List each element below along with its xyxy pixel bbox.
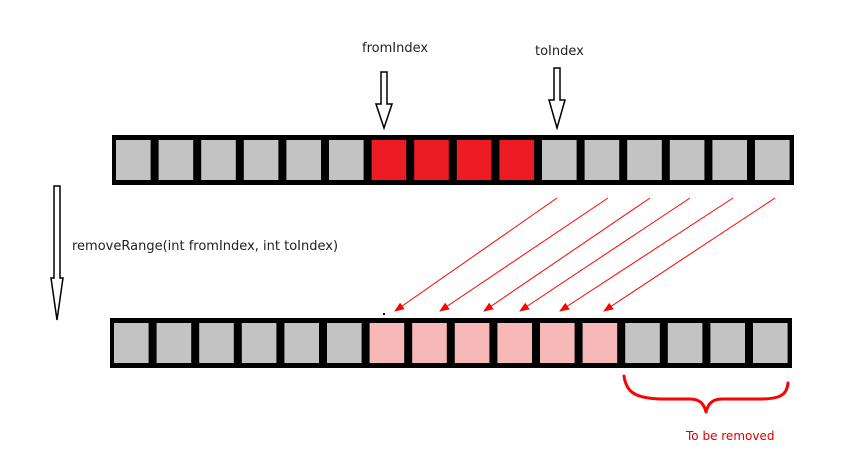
shift-arrow bbox=[483, 197, 651, 312]
method-label: removeRange(int fromIndex, int toIndex) bbox=[72, 239, 338, 254]
array-cell-red bbox=[499, 140, 534, 180]
array-cell-gray bbox=[158, 140, 194, 180]
to-index-label: toIndex bbox=[535, 44, 584, 59]
array-cell-gray bbox=[284, 323, 319, 363]
stray-dot bbox=[383, 313, 385, 315]
array-cell-gray bbox=[286, 140, 321, 180]
array-cell-pink bbox=[540, 323, 575, 363]
removed-brace bbox=[622, 374, 790, 414]
shift-arrow bbox=[519, 197, 691, 312]
array-cell-gray bbox=[329, 140, 364, 180]
from-index-label: fromIndex bbox=[362, 41, 428, 56]
array-cell-gray bbox=[584, 140, 620, 180]
remove-range-down-arrow-icon bbox=[50, 185, 64, 321]
array-cell-gray bbox=[667, 323, 703, 363]
array-cell-pink bbox=[454, 323, 490, 363]
array-cell-gray bbox=[712, 140, 747, 180]
array-cell-gray bbox=[201, 140, 236, 180]
array-cell-gray bbox=[669, 140, 705, 180]
array-cell-gray bbox=[114, 323, 149, 363]
array-cell-gray bbox=[627, 140, 662, 180]
array-cell-gray bbox=[241, 323, 277, 363]
array-cell-gray bbox=[753, 323, 788, 363]
from-index-down-arrow-icon bbox=[374, 71, 394, 131]
array-cell-gray bbox=[710, 323, 745, 363]
array-cell-gray bbox=[327, 323, 362, 363]
array-cell-red bbox=[414, 140, 449, 180]
shift-arrow bbox=[439, 197, 609, 312]
shift-arrow bbox=[559, 197, 734, 312]
array-cell-gray bbox=[542, 140, 577, 180]
array-cell-gray bbox=[625, 323, 660, 363]
after-array-cells bbox=[114, 323, 788, 363]
before-array-cells bbox=[116, 140, 790, 180]
array-cell-gray bbox=[243, 140, 279, 180]
array-cell-gray bbox=[755, 140, 790, 180]
array-cell-gray bbox=[199, 323, 234, 363]
array-cell-gray bbox=[156, 323, 192, 363]
array-cell-red bbox=[456, 140, 492, 180]
shift-arrow bbox=[603, 197, 776, 312]
array-cell-gray bbox=[116, 140, 151, 180]
array-cell-pink bbox=[412, 323, 447, 363]
to-be-removed-label: To be removed bbox=[685, 429, 774, 443]
to-index-down-arrow-icon bbox=[548, 67, 566, 131]
array-cell-pink bbox=[497, 323, 532, 363]
shift-arrows bbox=[394, 197, 776, 312]
shift-arrow bbox=[394, 197, 558, 312]
array-cell-pink bbox=[369, 323, 405, 363]
array-cell-pink bbox=[582, 323, 618, 363]
array-cell-red bbox=[371, 140, 407, 180]
